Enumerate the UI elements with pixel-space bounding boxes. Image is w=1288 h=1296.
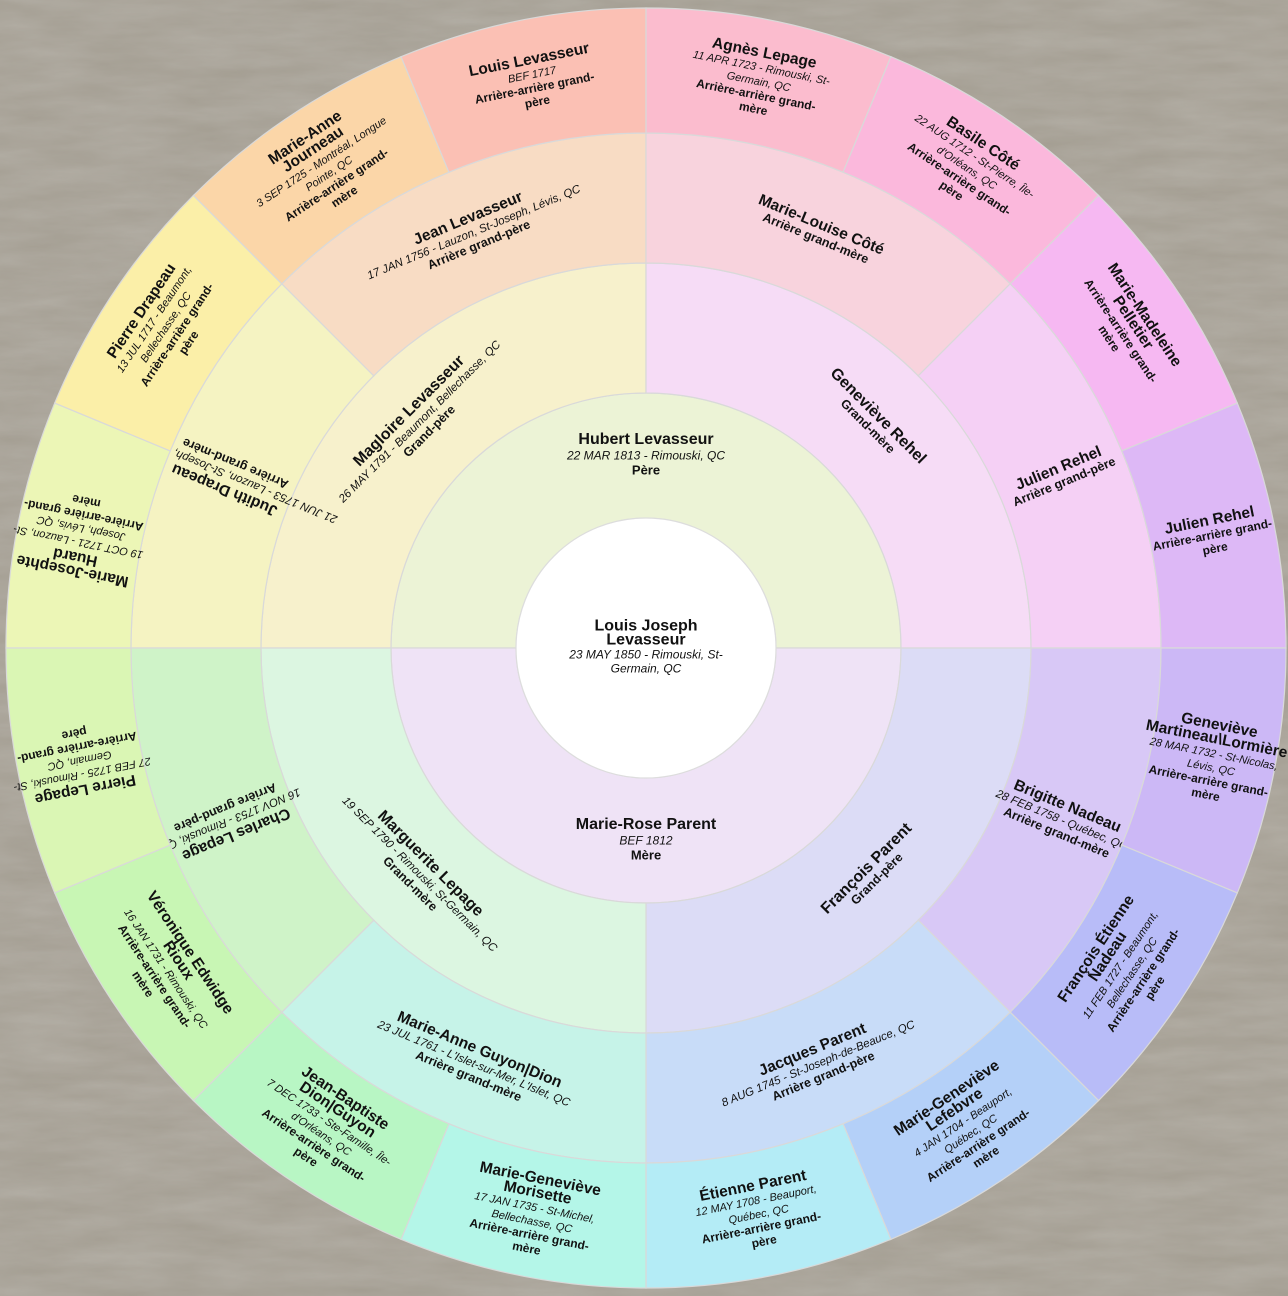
ancestor-birth-detail: 22 MAR 1813 - Rimouski, QC [566,448,725,462]
root-birth-detail: Germain, QC [611,662,682,676]
ancestor-relation: mère [1190,785,1221,804]
ancestor-marie-madeleine-pelletier-gen4[interactable]: Marie-MadeleinePelletierArrière-arrière … [1009,194,1239,452]
ancestor-relation: mère [511,1239,542,1258]
ancestor-relation: père [1201,539,1229,558]
ancestor-relation: père [60,724,88,743]
root-name: Louis Joseph [594,618,697,635]
ancestor-relation: père [523,92,551,111]
ancestor-relation: mère [738,99,769,118]
ancestor-relation: mère [71,492,102,511]
ancestor-segment[interactable] [5,647,171,894]
ancestor-relation: père [750,1232,778,1251]
ancestor-name: Marie-Rose Parent [576,816,717,833]
ancestor-relation: Mère [631,847,661,862]
root-disc[interactable] [515,517,777,779]
ancestor-relation: Père [632,462,660,477]
root-name: Levasseur [606,632,685,649]
ancestor-name: Hubert Levasseur [578,431,713,448]
ancestor-birth-detail: BEF 1812 [619,833,672,847]
root-birth-detail: 23 MAY 1850 - Rimouski, St- [568,648,723,662]
